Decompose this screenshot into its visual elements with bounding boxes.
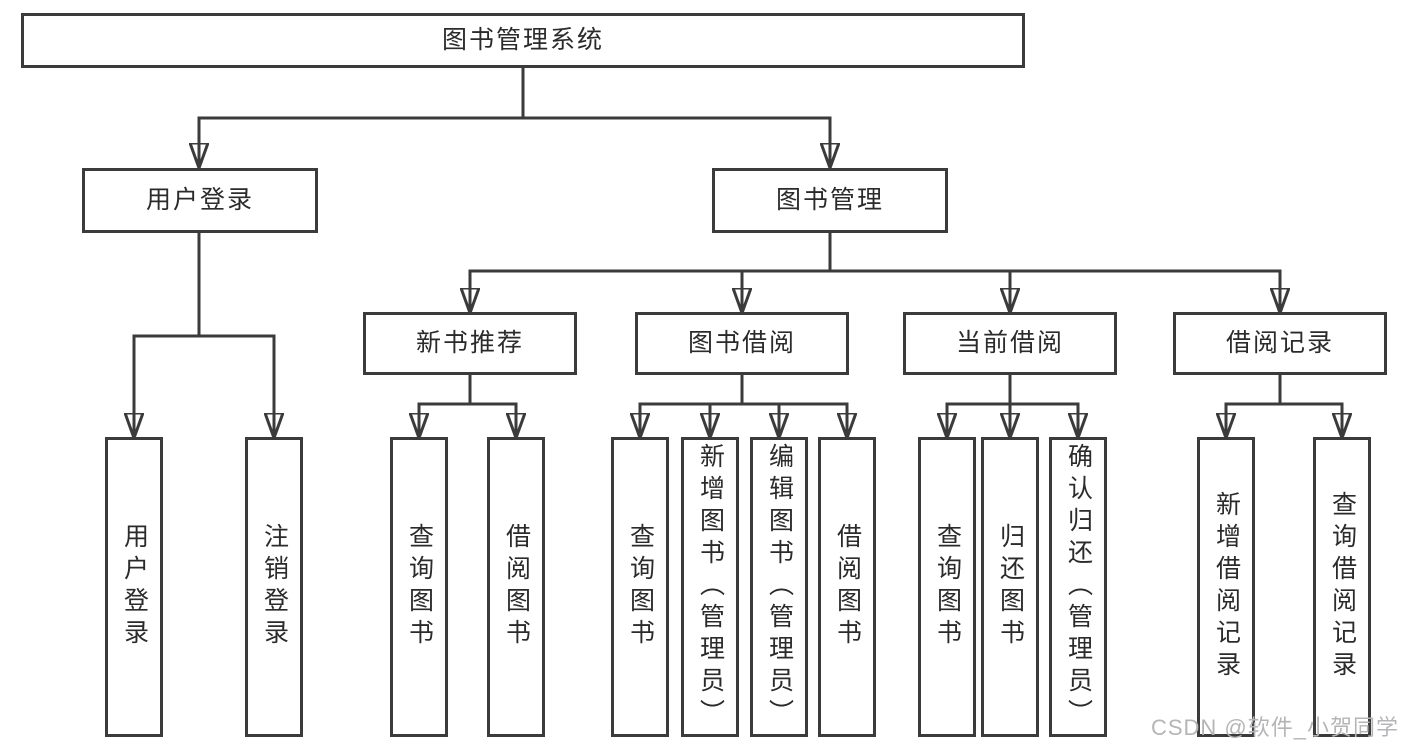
node-user-login: 用户登录 <box>82 168 318 233</box>
node-user-login-label: 用户登录 <box>145 187 254 214</box>
node-br-query-record: 查询借阅记录 <box>1313 437 1371 737</box>
node-bb-edit-books-admin-label: 编辑图书（管理员） <box>765 443 793 731</box>
node-rec-query-books-label: 查询图书 <box>405 523 433 651</box>
node-leaf-logout: 注销登录 <box>245 437 303 737</box>
node-br-add-record: 新增借阅记录 <box>1197 437 1255 737</box>
node-cb-confirm-return-admin: 确认归还（管理员） <box>1049 437 1107 737</box>
node-leaf-user-login-label: 用户登录 <box>120 523 148 651</box>
node-new-book-recommendation: 新书推荐 <box>363 312 577 375</box>
node-root-label: 图书管理系统 <box>441 27 604 54</box>
node-cb-return-books: 归还图书 <box>981 437 1039 737</box>
node-root: 图书管理系统 <box>21 13 1025 68</box>
node-bb-borrow-books: 借阅图书 <box>818 437 876 737</box>
node-new-book-recommendation-label: 新书推荐 <box>415 330 524 357</box>
node-leaf-user-login: 用户登录 <box>105 437 163 737</box>
node-current-borrowing: 当前借阅 <box>903 312 1117 375</box>
node-borrowing-records: 借阅记录 <box>1173 312 1387 375</box>
node-bb-query-books: 查询图书 <box>611 437 669 737</box>
node-book-management: 图书管理 <box>712 168 948 233</box>
node-cb-confirm-return-admin-label: 确认归还（管理员） <box>1064 443 1092 731</box>
node-current-borrowing-label: 当前借阅 <box>955 330 1064 357</box>
node-bb-borrow-books-label: 借阅图书 <box>833 523 861 651</box>
node-rec-query-books: 查询图书 <box>390 437 448 737</box>
node-book-borrowing-label: 图书借阅 <box>687 330 796 357</box>
node-cb-return-books-label: 归还图书 <box>996 523 1024 651</box>
node-rec-borrow-books-label: 借阅图书 <box>502 523 530 651</box>
node-br-query-record-label: 查询借阅记录 <box>1328 491 1356 683</box>
node-borrowing-records-label: 借阅记录 <box>1225 330 1334 357</box>
node-book-management-label: 图书管理 <box>775 187 884 214</box>
node-leaf-logout-label: 注销登录 <box>260 523 288 651</box>
node-bb-add-books-admin: 新增图书（管理员） <box>681 437 739 737</box>
node-bb-query-books-label: 查询图书 <box>626 523 654 651</box>
watermark: CSDN @软件_小贺同学 <box>1150 715 1399 740</box>
node-rec-borrow-books: 借阅图书 <box>487 437 545 737</box>
node-cb-query-books-label: 查询图书 <box>933 523 961 651</box>
node-book-borrowing: 图书借阅 <box>635 312 849 375</box>
node-cb-query-books: 查询图书 <box>918 437 976 737</box>
node-bb-edit-books-admin: 编辑图书（管理员） <box>750 437 808 737</box>
node-br-add-record-label: 新增借阅记录 <box>1212 491 1240 683</box>
node-bb-add-books-admin-label: 新增图书（管理员） <box>696 443 724 731</box>
